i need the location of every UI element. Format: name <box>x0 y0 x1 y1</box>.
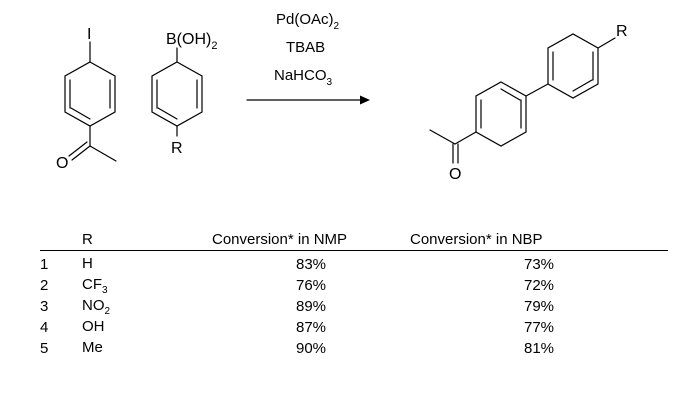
boronic-acid-label: B(OH)2 <box>166 31 217 52</box>
row-index: 3 <box>40 298 49 315</box>
header-r: R <box>82 228 212 251</box>
row-nmp: 90% <box>295 340 327 357</box>
table-row: 5 Me 90% 81% <box>40 338 668 359</box>
row-r: OH <box>82 317 105 335</box>
row-r: CF3 <box>82 275 108 296</box>
row-nbp: 72% <box>523 277 555 294</box>
table-row: 3 NO2 89% 79% <box>40 296 668 317</box>
reactant1-structure <box>64 41 117 162</box>
product-oxygen-label: O <box>449 166 461 183</box>
row-index: 4 <box>40 319 49 336</box>
row-nmp: 89% <box>295 298 327 315</box>
iodo-label: I <box>87 26 91 43</box>
row-nbp: 81% <box>523 340 555 357</box>
row-nbp: 73% <box>523 256 555 273</box>
row-r: NO2 <box>82 296 111 317</box>
table-row: 2 CF3 76% 72% <box>40 275 668 296</box>
header-nbp: Conversion* in NBP <box>410 228 668 251</box>
arrow-head <box>360 95 370 105</box>
header-index <box>40 228 82 251</box>
reactant2-r-label: R <box>171 140 183 157</box>
row-nmp: 76% <box>295 277 327 294</box>
row-nbp: 77% <box>523 319 555 336</box>
row-index: 5 <box>40 340 49 357</box>
row-r: Me <box>82 338 103 356</box>
table-header-row: R Conversion* in NMP Conversion* in NBP <box>40 228 668 251</box>
product-r-label: R <box>616 23 628 40</box>
additive-label: TBAB <box>286 39 325 56</box>
row-r: H <box>82 254 93 272</box>
row-nmp: 87% <box>295 319 327 336</box>
conversion-table: R Conversion* in NMP Conversion* in NBP … <box>40 228 668 359</box>
row-nbp: 79% <box>523 298 555 315</box>
reactant2-structure <box>151 47 203 137</box>
header-nmp: Conversion* in NMP <box>212 228 410 251</box>
reaction-scheme: I O B(OH)2 R Pd(OAc)2 TBAB NaHCO3 R O <box>56 11 628 183</box>
row-index: 1 <box>40 256 49 273</box>
product-structure <box>429 33 616 164</box>
base-label: NaHCO3 <box>274 67 333 88</box>
row-nmp: 83% <box>295 256 327 273</box>
table-row: 1 H 83% 73% <box>40 251 668 276</box>
catalyst-label: Pd(OAc)2 <box>276 11 340 32</box>
table-row: 4 OH 87% 77% <box>40 317 668 338</box>
row-index: 2 <box>40 277 49 294</box>
reactant1-oxygen-label: O <box>56 155 68 172</box>
